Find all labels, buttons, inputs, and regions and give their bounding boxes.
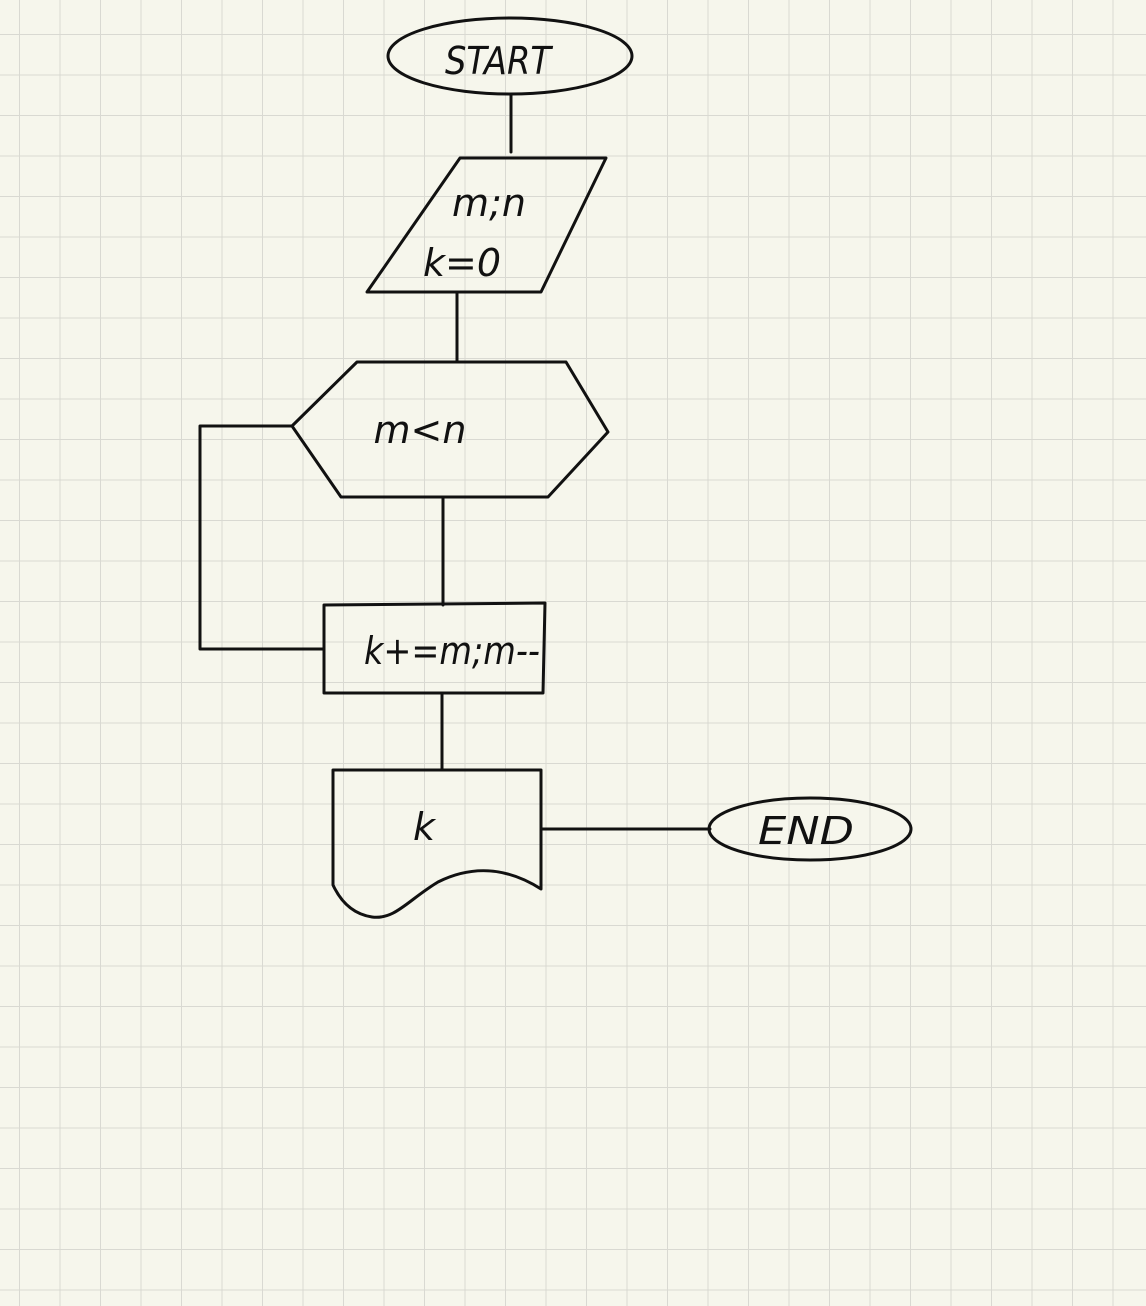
start-label: START (445, 39, 553, 83)
condition-label: m<n (374, 408, 467, 452)
start-terminator (386, 16, 634, 96)
process-rectangle (322, 601, 547, 695)
output-document (331, 768, 543, 919)
end-terminator (707, 796, 913, 862)
input-init-label: k=0 (423, 241, 501, 285)
input-parallelogram (365, 156, 608, 294)
loop-condition-hexagon (290, 360, 610, 499)
loop-back-connector (198, 424, 326, 651)
end-label: END (758, 809, 854, 853)
process-label: k+=m;m-- (364, 629, 540, 673)
output-label: k (413, 805, 437, 849)
input-variables-label: m;n (452, 181, 526, 225)
